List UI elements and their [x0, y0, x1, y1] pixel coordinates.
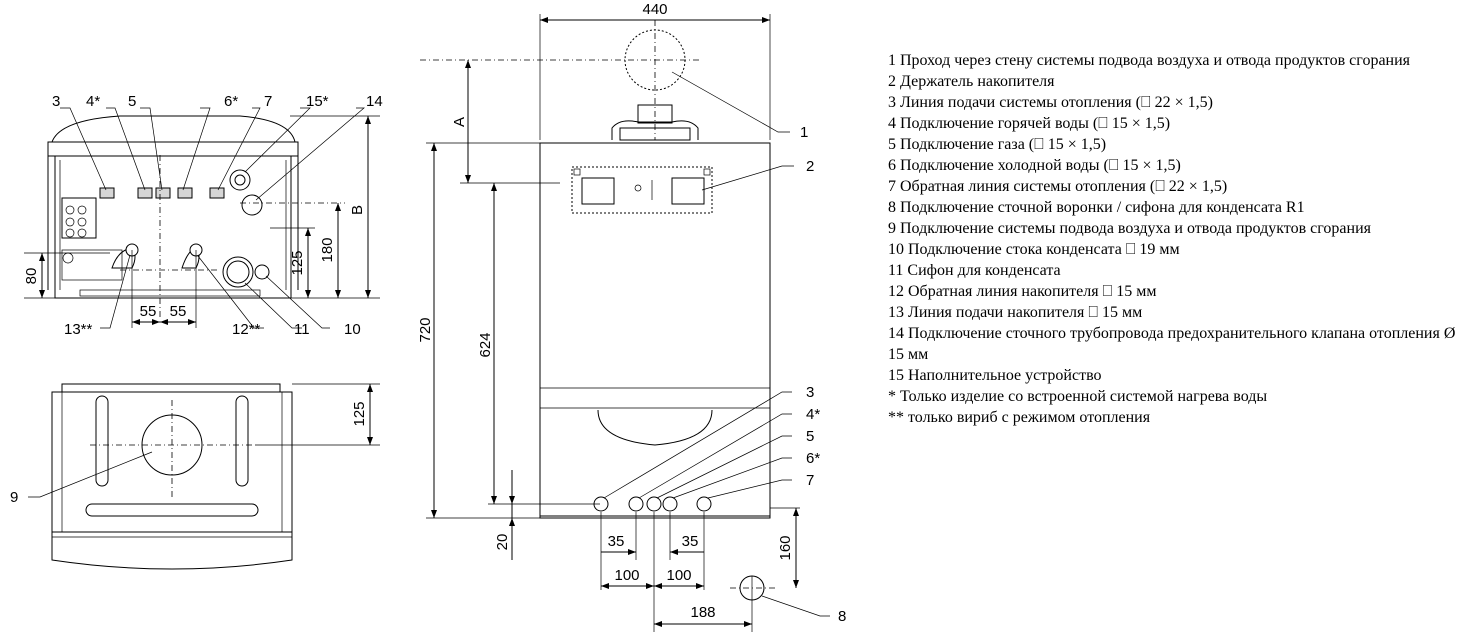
- dim-width-440: 440: [642, 1, 667, 18]
- legend-item: 13 Линия подачи накопителя ⎕ 15 мм: [888, 304, 1143, 321]
- legend-item: 6 Подключение холодной воды (⎕ 15 × 1,5): [888, 157, 1181, 174]
- callout-front-8: 8: [838, 608, 846, 625]
- legend-item: 2 Держатель накопителя: [888, 73, 1055, 90]
- callout-top-3: 3: [52, 93, 60, 110]
- underside-view: [24, 107, 380, 329]
- callout-top-7: 7: [264, 93, 272, 110]
- legend-item: 9 Подключение системы подвода воздуха и …: [888, 220, 1371, 237]
- dim-back-125: 125: [351, 401, 368, 426]
- callout-top-10: 10: [344, 321, 361, 338]
- callout-front-5: 5: [806, 428, 814, 445]
- dim-a: A: [451, 117, 468, 127]
- dim-160: 160: [777, 535, 794, 560]
- dim-bottom-20: 20: [494, 534, 511, 551]
- callout-top-15: 15*: [306, 93, 329, 110]
- callout-front-2: 2: [806, 158, 814, 175]
- legend-item: 5 Подключение газа (⎕ 15 × 1,5): [888, 136, 1107, 153]
- callout-front-4: 4*: [806, 406, 820, 423]
- dim-55-left: 55: [140, 303, 157, 320]
- front-view: [420, 14, 830, 632]
- legend-item: 15 Наполнительное устройство: [888, 367, 1102, 384]
- dim-top-80: 80: [23, 268, 40, 285]
- callout-top-6: 6*: [224, 93, 238, 110]
- legend-item: 8 Подключение сточной воронки / сифона д…: [888, 199, 1305, 216]
- dim-35-left: 35: [608, 533, 625, 550]
- legend: 1 Проход через стену системы подвода воз…: [888, 50, 1463, 428]
- dim-35-right: 35: [682, 533, 699, 550]
- legend-item: 11 Сифон для конденсата: [888, 262, 1061, 279]
- legend-item: * Только изделие со встроенной системой …: [888, 388, 1268, 405]
- dim-height-720: 720: [417, 317, 434, 342]
- dim-55-right: 55: [170, 303, 187, 320]
- callout-top-13: 13**: [64, 321, 93, 338]
- legend-item: 3 Линия подачи системы отопления (⎕ 22 ×…: [888, 94, 1213, 111]
- legend-item: 4 Подключение горячей воды (⎕ 15 × 1,5): [888, 115, 1171, 132]
- back-view: [28, 383, 380, 570]
- callout-top-12: 12**: [232, 321, 261, 338]
- dim-100-left: 100: [614, 567, 639, 584]
- callout-front-7: 7: [806, 472, 814, 489]
- legend-item: 7 Обратная линия системы отопления (⎕ 22…: [888, 178, 1228, 195]
- dim-100-right: 100: [666, 567, 691, 584]
- legend-item: 1 Проход через стену системы подвода воз…: [888, 52, 1411, 69]
- dim-height-624: 624: [477, 332, 494, 357]
- legend-item: ** только вириб с режимом отопления: [888, 409, 1151, 426]
- dim-b: B: [349, 205, 366, 215]
- callout-top-11: 11: [294, 321, 310, 338]
- legend-item: 10 Подключение стока конденсата ⎕ 19 мм: [888, 241, 1180, 258]
- dim-top-125: 125: [289, 250, 306, 275]
- dim-top-180: 180: [319, 237, 336, 262]
- legend-item: 12 Обратная линия накопителя ⎕ 15 мм: [888, 283, 1157, 300]
- callout-front-1: 1: [800, 124, 808, 141]
- callout-front-6: 6*: [806, 450, 820, 467]
- callout-back-9: 9: [10, 489, 18, 506]
- legend-item: 14 Подключение сточного трубопровода пре…: [888, 325, 1456, 363]
- callout-front-3: 3: [806, 384, 814, 401]
- callout-top-4: 4*: [86, 93, 100, 110]
- callout-top-14: 14: [366, 93, 383, 110]
- callout-top-5: 5: [128, 93, 136, 110]
- dim-188: 188: [690, 604, 715, 621]
